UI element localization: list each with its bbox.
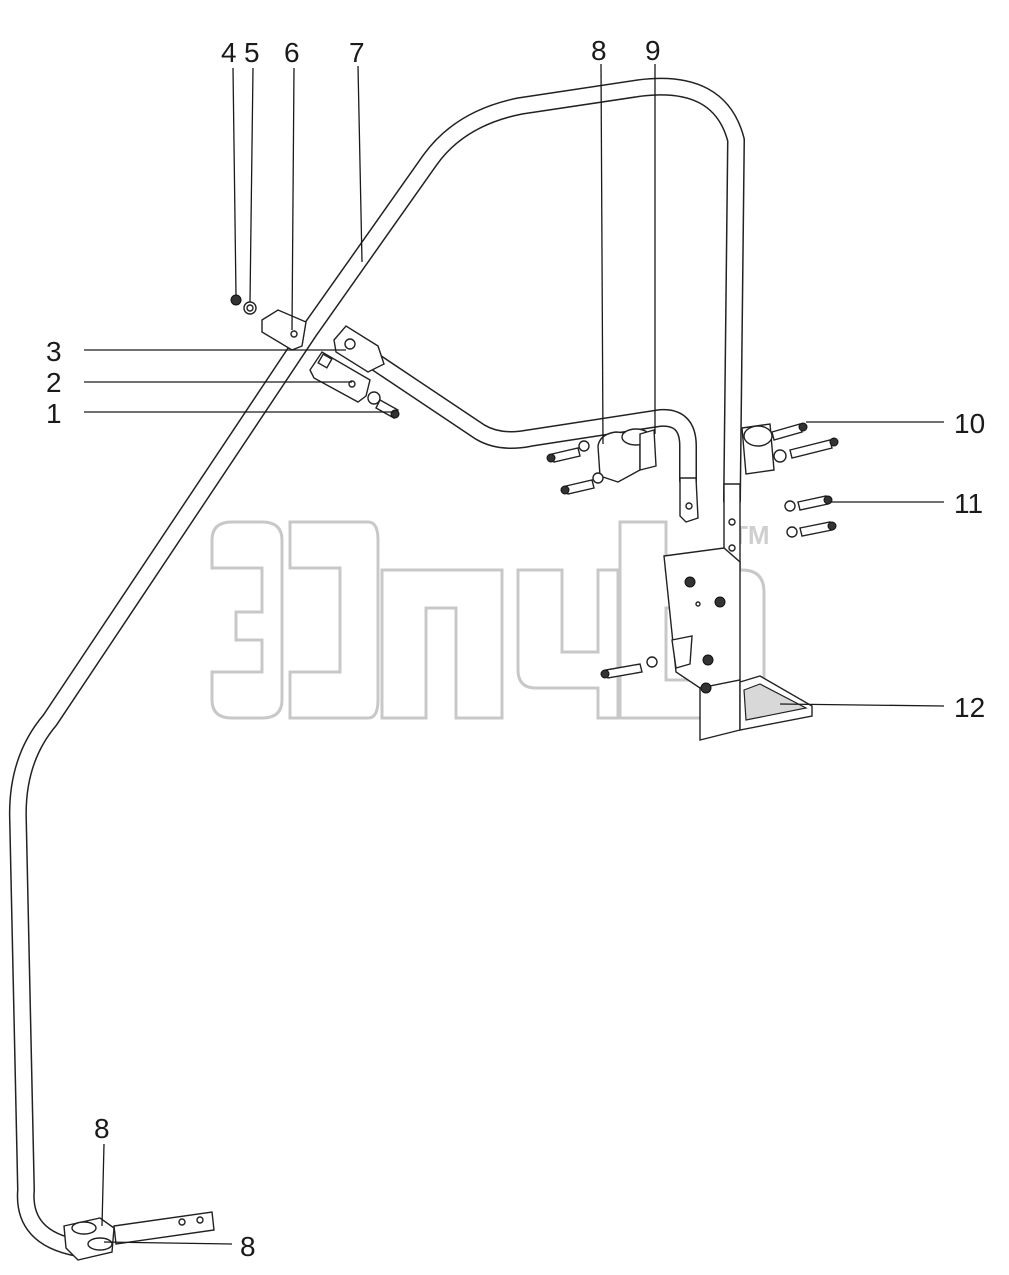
callout-7: 7	[349, 37, 365, 68]
clamp-10	[741, 422, 839, 475]
bolt-1	[367, 391, 400, 419]
callout-8-bottom-top: 8	[94, 1113, 110, 1144]
callout-9: 9	[645, 35, 661, 66]
callout-labels: 4 5 6 7 8 9 3 2 1 10 11 12 8 8	[46, 35, 985, 1262]
callout-11: 11	[954, 488, 983, 519]
callout-5: 5	[244, 37, 260, 68]
callout-10: 10	[954, 408, 985, 439]
clamp-8-bottom	[63, 1211, 215, 1261]
callout-2: 2	[46, 367, 62, 398]
clamp-6	[230, 294, 307, 351]
callout-4: 4	[221, 37, 237, 68]
bracket-12	[600, 547, 813, 741]
callout-8-bottom-right: 8	[240, 1231, 256, 1262]
bracket-3	[333, 325, 385, 373]
tube-end-flats	[679, 477, 741, 569]
callout-12: 12	[954, 692, 985, 723]
callout-6: 6	[284, 37, 300, 68]
callout-3: 3	[46, 336, 62, 367]
tube-inner	[341, 336, 697, 489]
bolts-11	[784, 495, 837, 538]
callout-8-top: 8	[591, 35, 607, 66]
tube-main	[8, 77, 745, 1257]
clamp-8-middle	[546, 428, 657, 495]
leader-lines	[84, 63, 945, 1245]
callout-1: 1	[46, 398, 62, 429]
